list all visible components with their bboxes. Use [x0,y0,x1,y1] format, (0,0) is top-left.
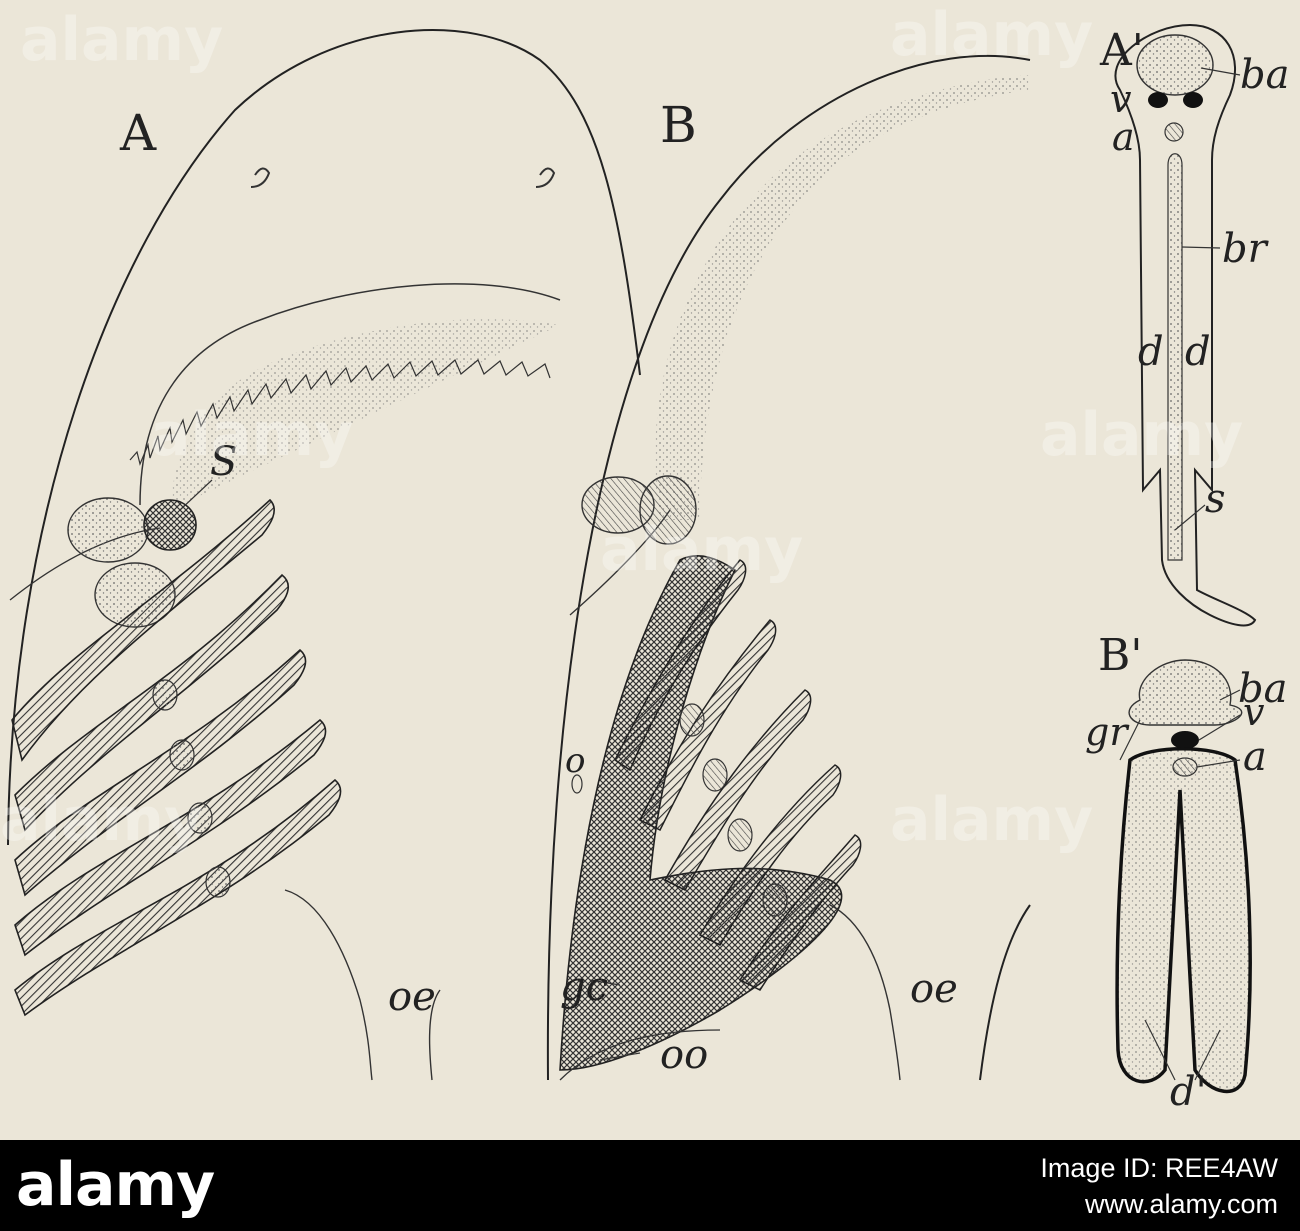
label-bprime-d: d' [1170,1069,1207,1115]
watermark-text: alamy [890,785,1093,855]
label-panel-b-prime: B' [1098,630,1142,681]
watermark-text: alamy [890,0,1093,70]
figure-panel: A B A' B' S oe o gc oo oe ba v a br d d … [0,0,1290,1115]
panel-b-drawing [546,54,1031,1081]
footer-logo: alamy [16,1150,215,1220]
watermark-text: alamy [1040,400,1243,470]
label-a-s: S [210,439,237,485]
watermark-text: alamy [20,5,223,75]
watermark-text: alamy [0,785,203,855]
panel-b-bar-openings [679,703,788,917]
panel-a-cavity-inner [170,319,560,510]
footer-bar: alamy Image ID: REE4AW www.alamy.com [0,1140,1300,1231]
label-aprime-v: v [1110,77,1132,121]
label-aprime-br: br [1222,226,1270,272]
panel-a-oesophagus [284,889,373,1081]
panel-a-drawing [7,29,641,1081]
panel-b-prime-body [1115,747,1252,1093]
panel-a-s-organ [143,499,197,551]
footer-info: Image ID: REE4AW www.alamy.com [1040,1150,1278,1222]
label-bprime-v: v [1243,690,1265,734]
panel-a-prime-br [1167,153,1183,561]
label-aprime-ba: ba [1240,52,1289,98]
panel-a-oval-upper [67,497,149,563]
label-aprime-d-left: d [1138,329,1164,375]
panel-a-prime-drawing [1114,23,1257,627]
panel-a-bar-openings [152,679,231,898]
panel-a-prime-a [1164,122,1184,142]
panel-b-oval-right [639,475,697,545]
watermark: alamy alamy alamy alamy alamy alamy alam… [0,0,1243,855]
panel-b-gill-bars [614,559,862,991]
panel-a-cavity-arc [139,283,561,506]
label-b-oe: oe [910,966,958,1012]
label-aprime-d-right: d [1185,329,1211,375]
watermark-text: alamy [600,515,803,585]
panel-a-zigzag-band [129,359,551,466]
panel-b-prime-ba [1128,659,1243,726]
panel-a-prime-ba [1136,34,1214,96]
panel-a-gill-bars [11,498,342,1017]
label-b-o: o [565,741,585,781]
figure-drawing: A B A' B' S oe o gc oo oe ba v a br d d … [0,0,1289,1115]
label-panel-a: A [119,104,157,162]
footer-image-id: Image ID: REE4AW [1040,1153,1278,1183]
footer-url: www.alamy.com [1084,1189,1278,1219]
label-a-oe: oe [388,974,436,1020]
panel-b-inner-band [655,75,1030,520]
panel-b-outline [546,54,1031,1081]
label-bprime-gr: gr [1085,710,1130,754]
label-bprime-a: a [1243,734,1267,780]
label-b-gc: gc [560,964,608,1010]
label-bprime-ba: ba [1238,666,1287,712]
label-aprime-a: a [1112,115,1135,159]
panel-a-prime-outline [1114,23,1257,627]
label-b-oo: oo [660,1032,708,1078]
panel-a-outline [7,29,641,846]
label-panel-b: B [660,96,697,154]
panel-b-prime-drawing [1115,659,1252,1093]
label-panel-a-prime: A' [1099,25,1144,76]
watermark-text: alamy [150,400,353,470]
label-aprime-s: s [1205,476,1226,522]
